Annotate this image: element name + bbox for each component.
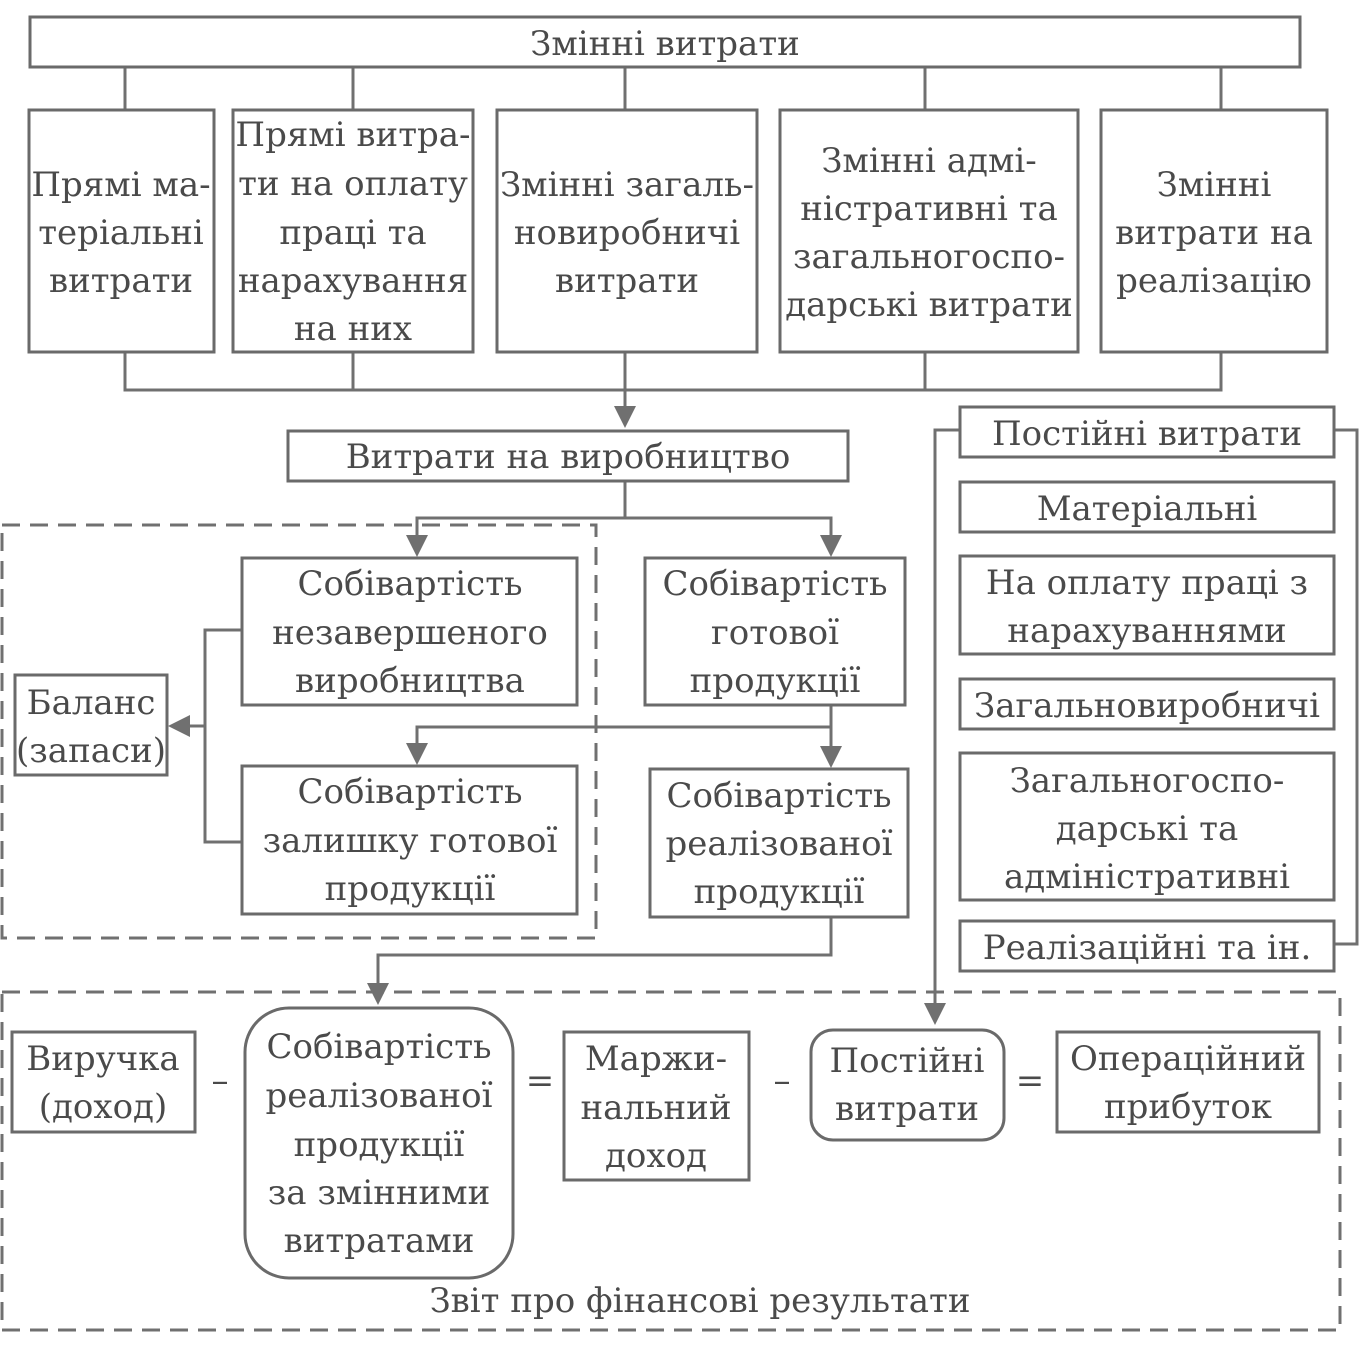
equals-sign-2: = bbox=[1016, 1061, 1045, 1101]
variable-costs-connectors bbox=[123, 68, 1223, 428]
svg-text:Реалізаційні та ін.: Реалізаційні та ін. bbox=[983, 928, 1312, 968]
svg-text:Баланс: Баланс bbox=[27, 683, 156, 723]
production-costs-box: Витрати на виробництво bbox=[286, 429, 850, 483]
svg-text:Собівартість: Собівартість bbox=[297, 564, 522, 604]
svg-text:Прямі витра-: Прямі витра- bbox=[235, 115, 470, 155]
svg-text:Собівартість: Собівартість bbox=[297, 772, 522, 812]
svg-text:реалізацію: реалізацію bbox=[1116, 261, 1312, 301]
svg-text:Операційний: Операційний bbox=[1070, 1039, 1306, 1079]
svg-text:реалізованої: реалізованої bbox=[265, 1076, 492, 1116]
minus-sign-1: – bbox=[212, 1061, 229, 1101]
svg-text:доход: доход bbox=[605, 1136, 707, 1176]
svg-text:продукції: продукції bbox=[690, 661, 861, 701]
svg-text:Прямі ма-: Прямі ма- bbox=[31, 165, 210, 205]
svg-text:продукції: продукції bbox=[294, 1125, 465, 1165]
svg-text:Змінні: Змінні bbox=[1157, 165, 1272, 205]
svg-text:витрати: витрати bbox=[835, 1089, 979, 1129]
svg-text:адміністративні: адміністративні bbox=[1004, 857, 1290, 897]
fixed-labor-box: На оплату праці з нарахуваннями bbox=[958, 554, 1336, 656]
svg-text:продукції: продукції bbox=[694, 872, 865, 912]
svg-text:продукції: продукції bbox=[325, 869, 496, 909]
svg-text:незавершеного: незавершеного bbox=[272, 613, 548, 653]
equals-sign-1: = bbox=[526, 1061, 555, 1101]
fixed-material-box: Матеріальні bbox=[958, 480, 1336, 534]
fixed-costs-connectors bbox=[924, 428, 1359, 1025]
fixed-selling-box: Реалізаційні та ін. bbox=[958, 919, 1336, 973]
cogs-box: Собівартість реалізованої продукції bbox=[648, 767, 910, 919]
variable-selling-box: Змінні витрати на реалізацію bbox=[1099, 108, 1329, 354]
svg-text:Маржи-: Маржи- bbox=[585, 1039, 727, 1079]
fixed-admin-box: Загальногоспо- дарські та адміністративн… bbox=[958, 751, 1336, 902]
svg-text:На оплату праці з: На оплату праці з bbox=[986, 563, 1308, 603]
svg-text:Загальновиробничі: Загальновиробничі bbox=[974, 686, 1320, 726]
ending-inventory-cost-box: Собівартість залишку готової продукції bbox=[240, 764, 579, 916]
operating-profit-box: Операційний прибуток bbox=[1055, 1030, 1321, 1134]
svg-text:Собівартість: Собівартість bbox=[666, 776, 891, 816]
svg-text:готової: готової bbox=[711, 613, 839, 653]
svg-text:прибуток: прибуток bbox=[1104, 1087, 1272, 1127]
svg-text:Загальногоспо-: Загальногоспо- bbox=[1010, 761, 1285, 801]
svg-text:нарахування: нарахування bbox=[238, 261, 468, 301]
production-connectors bbox=[168, 480, 842, 1005]
svg-text:Постійні: Постійні bbox=[829, 1041, 984, 1081]
svg-text:нарахуваннями: нарахуваннями bbox=[1007, 611, 1286, 651]
svg-text:дарські та: дарські та bbox=[1056, 809, 1239, 849]
balance-box: Баланс (запаси) bbox=[13, 673, 169, 777]
svg-text:ністративні та: ністративні та bbox=[800, 189, 1057, 229]
direct-materials-box: Прямі ма- теріальні витрати bbox=[27, 108, 216, 354]
cogs-variable-box: Собівартість реалізованої продукції за з… bbox=[243, 1006, 515, 1280]
svg-text:реалізованої: реалізованої bbox=[665, 824, 892, 864]
svg-text:загальногоспо-: загальногоспо- bbox=[793, 237, 1065, 277]
wip-cost-box: Собівартість незавершеного виробництва bbox=[240, 556, 579, 707]
contribution-margin-box: Маржи- нальний доход bbox=[562, 1030, 751, 1182]
svg-text:теріальні: теріальні bbox=[38, 213, 204, 253]
variable-costs-title-box: Змінні витрати bbox=[28, 15, 1302, 69]
fixed-costs-result-box: Постійні витрати bbox=[809, 1028, 1006, 1142]
svg-text:ти на оплату: ти на оплату bbox=[238, 164, 468, 204]
svg-text:витрати: витрати bbox=[49, 261, 193, 301]
svg-text:залишку готової: залишку готової bbox=[263, 821, 558, 861]
minus-sign-2: – bbox=[774, 1061, 791, 1101]
balance-region-dashed-border bbox=[0, 523, 598, 940]
svg-text:Постійні витрати: Постійні витрати bbox=[992, 414, 1302, 454]
svg-text:витрати на: витрати на bbox=[1115, 213, 1313, 253]
finished-goods-cost-box: Собівартість готової продукції bbox=[643, 556, 907, 707]
svg-text:Змінні адмі-: Змінні адмі- bbox=[821, 141, 1037, 181]
svg-text:Матеріальні: Матеріальні bbox=[1037, 489, 1258, 529]
svg-text:витратами: витратами bbox=[284, 1221, 475, 1261]
svg-text:новиробничі: новиробничі bbox=[514, 213, 740, 253]
fixed-costs-title-box: Постійні витрати bbox=[958, 405, 1336, 459]
svg-text:(запаси): (запаси) bbox=[16, 731, 166, 771]
svg-text:Собівартість: Собівартість bbox=[266, 1027, 491, 1067]
svg-text:витрати: витрати bbox=[555, 261, 699, 301]
svg-text:Витрати на виробництво: Витрати на виробництво bbox=[346, 437, 791, 477]
svg-text:на них: на них bbox=[294, 309, 412, 349]
svg-text:за змінними: за змінними bbox=[268, 1173, 491, 1213]
direct-labor-box: Прямі витра- ти на оплату праці та нарах… bbox=[231, 108, 475, 354]
svg-text:Змінні загаль-: Змінні загаль- bbox=[500, 165, 754, 205]
revenue-box: Виручка (доход) bbox=[10, 1030, 197, 1134]
income-statement-title: Звіт про фінансові результати bbox=[429, 1281, 970, 1321]
variable-costs-title: Змінні витрати bbox=[530, 24, 800, 64]
fixed-overhead-box: Загальновиробничі bbox=[958, 677, 1336, 731]
svg-text:виробництва: виробництва bbox=[295, 661, 525, 701]
svg-text:дарські витрати: дарські витрати bbox=[785, 285, 1073, 325]
variable-overhead-box: Змінні загаль- новиробничі витрати bbox=[495, 108, 759, 354]
svg-text:нальний: нальний bbox=[580, 1088, 731, 1128]
variable-admin-box: Змінні адмі- ністративні та загальногосп… bbox=[778, 108, 1080, 354]
svg-text:Виручка: Виручка bbox=[26, 1039, 179, 1079]
svg-text:праці та: праці та bbox=[279, 213, 426, 253]
svg-text:(доход): (доход) bbox=[39, 1087, 168, 1127]
svg-text:Собівартість: Собівартість bbox=[662, 564, 887, 604]
